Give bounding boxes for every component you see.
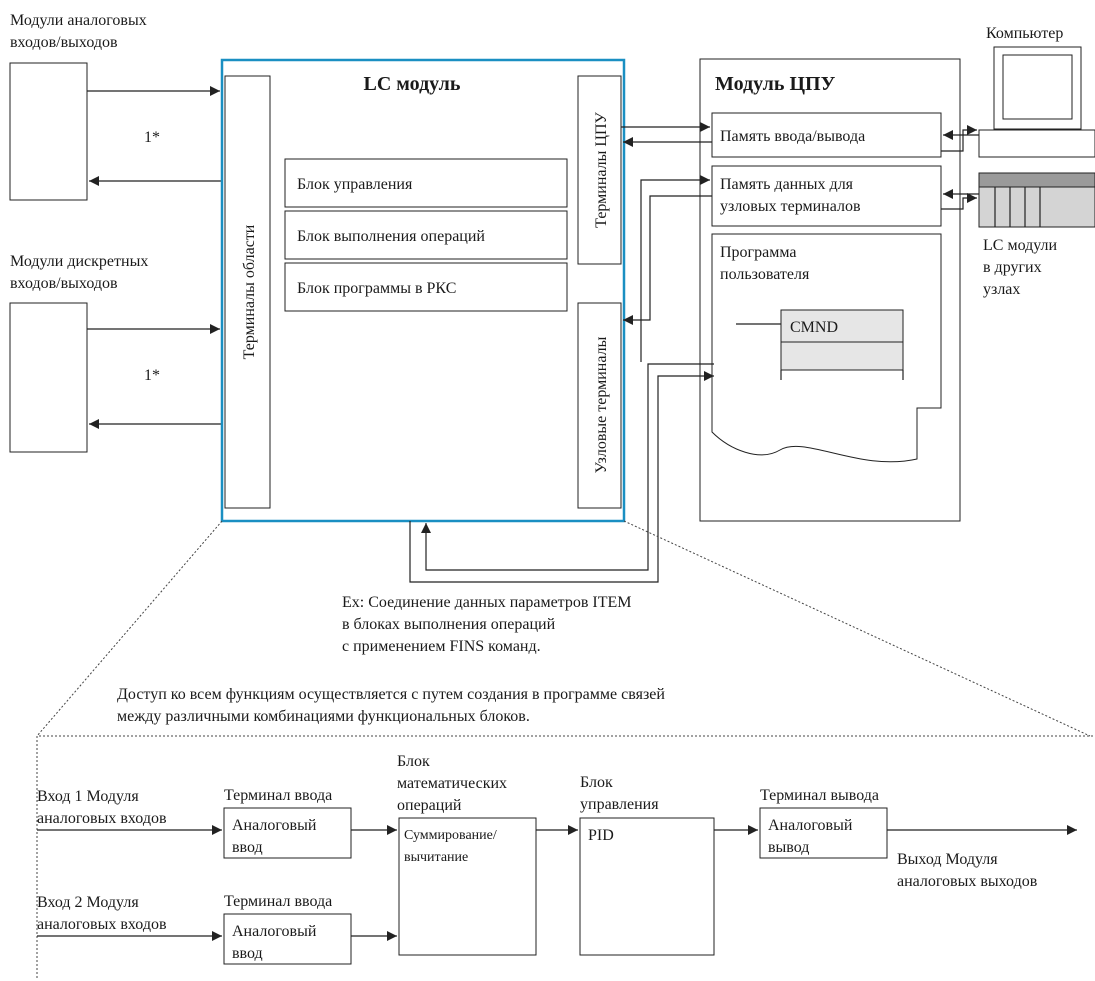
math-block-box bbox=[398, 817, 537, 956]
example-note-line1: Ex: Соединение данных параметров ITEM bbox=[342, 594, 632, 611]
node-terminals-label: Узловые терминалы bbox=[593, 336, 610, 473]
io-memory-to-computer-arrow bbox=[941, 125, 977, 152]
zoom-guide-left bbox=[36, 520, 223, 737]
node-data-memory-label-line2: узловых терминалов bbox=[720, 198, 861, 215]
other-lc-label-line3: узлах bbox=[983, 281, 1020, 298]
node-data-memory-box bbox=[711, 165, 942, 227]
output-terminal-label: Терминал вывода bbox=[760, 787, 879, 804]
other-lc-label-line2: в других bbox=[983, 259, 1042, 276]
control-block-label: Блок управления bbox=[297, 176, 413, 193]
analog-modules-label-line2: входов/выходов bbox=[10, 34, 118, 51]
fins-command-arrow bbox=[409, 371, 714, 583]
pid-block-box bbox=[579, 817, 715, 956]
node-memory-to-plc-arrow bbox=[941, 193, 977, 210]
zoom-guide-right bbox=[623, 520, 1091, 737]
input-terminal-label-2: Терминал ввода bbox=[224, 893, 332, 910]
input2-label-line1: Вход 2 Модуля bbox=[37, 894, 139, 911]
operation-block-box bbox=[284, 210, 568, 260]
user-program-label-line2: пользователя bbox=[720, 266, 810, 283]
node-data-memory-label-line1: Память данных для bbox=[720, 176, 854, 193]
discrete-note-label: 1* bbox=[144, 367, 160, 384]
input2-label-line2: аналоговых входов bbox=[37, 916, 167, 933]
analog-modules-label-line1: Модули аналоговых bbox=[10, 12, 147, 29]
computer-base bbox=[978, 129, 1095, 158]
analog-input-1-line1: Аналоговый bbox=[232, 817, 317, 834]
cpu-terminals-label: Терминалы ЦПУ bbox=[593, 111, 610, 227]
cpu-module-title: Модуль ЦПУ bbox=[715, 73, 836, 95]
analog-input-2-line2: ввод bbox=[232, 945, 263, 962]
computer-screen bbox=[1002, 54, 1073, 120]
access-note-line2: между различными комбинациями функционал… bbox=[117, 708, 530, 725]
analog-input-box-1 bbox=[223, 807, 352, 859]
control-block-box bbox=[284, 158, 568, 208]
io-memory-box bbox=[711, 112, 942, 158]
sequence-program-block-label: Блок программы в РКС bbox=[297, 280, 456, 297]
field-terminals-label: Терминалы области bbox=[241, 224, 258, 359]
control-block-detail-label-line1: Блок bbox=[580, 774, 613, 791]
math-block-label-line1: Блок bbox=[397, 753, 430, 770]
sequence-program-block-box bbox=[284, 262, 568, 312]
fins-return-arrow bbox=[421, 363, 714, 571]
input-terminal-label-1: Терминал ввода bbox=[224, 787, 332, 804]
discrete-io-module-box bbox=[9, 302, 88, 453]
cmnd-label: CMND bbox=[790, 319, 838, 336]
field-terminals-box bbox=[224, 75, 271, 509]
cmnd-box-header bbox=[780, 309, 904, 343]
output-label-line1: Выход Модуля bbox=[897, 851, 998, 868]
discrete-modules-label-line2: входов/выходов bbox=[10, 275, 118, 292]
math-block-content-line1: Суммирование/ bbox=[404, 828, 497, 843]
discrete-modules-label-line1: Модули дискретных bbox=[10, 253, 148, 270]
node-terminals-box bbox=[577, 302, 622, 509]
computer-label: Компьютер bbox=[986, 25, 1063, 42]
user-program-label-line1: Программа bbox=[720, 244, 796, 261]
cmnd-box-body bbox=[780, 341, 904, 371]
analog-input-box-2 bbox=[223, 913, 352, 965]
io-memory-label: Память ввода/вывода bbox=[720, 128, 865, 145]
operation-block-label: Блок выполнения операций bbox=[297, 228, 485, 245]
input1-label-line1: Вход 1 Модуля bbox=[37, 788, 139, 805]
node-terminals-to-node-memory-arrow bbox=[640, 175, 710, 362]
control-block-detail-label-line2: управления bbox=[580, 796, 659, 813]
analog-output-box bbox=[759, 807, 888, 859]
example-note-line3: с применением FINS команд. bbox=[342, 638, 541, 655]
node-memory-to-node-terminals-arrow bbox=[623, 195, 712, 325]
plc-rack-top bbox=[978, 172, 1095, 188]
lc-module-title: LC модуль bbox=[364, 73, 461, 95]
math-block-label-line3: операций bbox=[397, 797, 462, 814]
analog-output-line2: вывод bbox=[768, 839, 809, 856]
cpu-terminals-box bbox=[577, 75, 622, 265]
analog-input-1-line2: ввод bbox=[232, 839, 263, 856]
detail-area-border bbox=[36, 735, 1095, 978]
analog-note-label: 1* bbox=[144, 129, 160, 146]
example-note-line2: в блоках выполнения операций bbox=[342, 616, 556, 633]
input1-label-line2: аналоговых входов bbox=[37, 810, 167, 827]
access-note-line1: Доступ ко всем функциям осуществляется с… bbox=[117, 686, 665, 703]
math-block-content-line2: вычитание bbox=[404, 850, 468, 865]
plc-rack-icon bbox=[978, 186, 1095, 228]
analog-input-2-line1: Аналоговый bbox=[232, 923, 317, 940]
analog-output-line1: Аналоговый bbox=[768, 817, 853, 834]
math-block-label-line2: математических bbox=[397, 775, 507, 792]
pid-label: PID bbox=[588, 827, 614, 844]
output-label-line2: аналоговых выходов bbox=[897, 873, 1038, 890]
other-lc-label-line1: LC модули bbox=[983, 237, 1058, 254]
analog-io-module-box bbox=[9, 62, 88, 201]
